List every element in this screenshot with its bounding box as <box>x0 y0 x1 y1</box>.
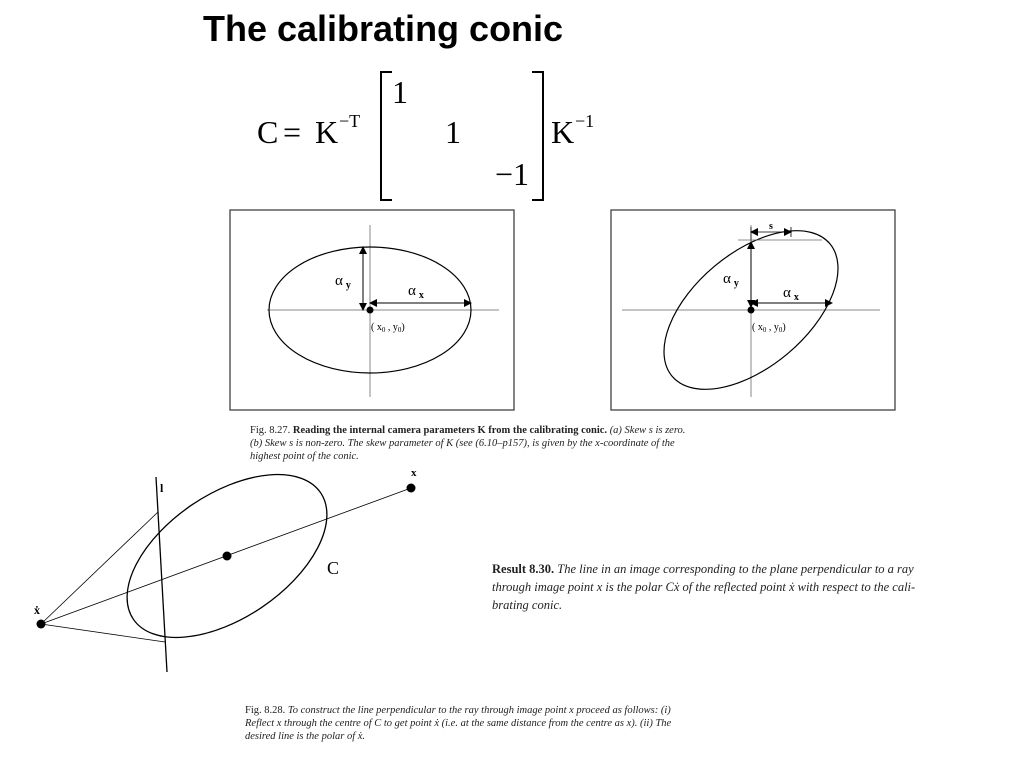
matrix-entry-11: 1 <box>392 74 408 110</box>
matrix-entry-33: −1 <box>495 156 530 192</box>
point-x-label: x <box>411 467 417 479</box>
matrix-brackets <box>380 71 544 201</box>
matrix-entry-22: 1 <box>445 114 461 150</box>
equation-k-right: K <box>551 114 575 150</box>
calibrating-conic <box>268 246 472 374</box>
equation-equals: = <box>283 114 302 150</box>
principal-point-label: ( x0 , y0) <box>371 322 405 334</box>
figure-8-28-caption: Fig. 8.28. To construct the line perpend… <box>245 704 805 743</box>
caption-text-3: highest point of the conic. <box>250 451 359 462</box>
tangent-lower <box>40 623 166 643</box>
result-8-30: Result 8.30. The line in an image corres… <box>492 560 1020 614</box>
equation-k-left: K <box>315 114 339 150</box>
caption-label: Fig. 8.27. <box>250 425 291 436</box>
caption-text-1: (a) Skew s is zero. <box>609 425 686 436</box>
caption-text-3: desired line is the polar of ẋ. <box>245 731 366 742</box>
figure-8-28: l x ẋ C <box>34 467 417 673</box>
figure-frame <box>610 209 896 411</box>
figure-frame <box>229 209 515 411</box>
skew-label: s <box>769 221 773 232</box>
principal-point-label: ( x0 , y0) <box>752 322 786 334</box>
caption-text-2: Reflect x through the centre of C to get… <box>245 718 672 729</box>
conic-centre-dot <box>222 551 232 561</box>
caption-label: Fig. 8.28. <box>245 705 286 716</box>
principal-point-dot <box>366 306 374 314</box>
skewed-calibrating-conic <box>663 230 839 390</box>
line-l-label: l <box>160 481 164 495</box>
result-text-2: through image point x is the polar Cẋ of… <box>492 580 916 594</box>
result-text-1: The line in an image corresponding to th… <box>557 562 914 576</box>
equation-lhs: C <box>257 114 279 150</box>
calibrating-conic-equation: C = K −T 1 1 −1 K −1 <box>255 64 605 204</box>
figure-8-27-caption: Fig. 8.27. Reading the internal camera p… <box>250 424 810 463</box>
tangent-upper <box>40 511 159 625</box>
equation-exponent-left: −T <box>339 111 361 131</box>
caption-text-1: To construct the line perpendicular to t… <box>287 705 671 716</box>
slide-title: The calibrating conic <box>203 8 564 49</box>
line-l <box>155 476 168 673</box>
result-text-3: brating conic. <box>492 598 563 612</box>
caption-title: Reading the internal camera parameters K… <box>292 425 608 436</box>
principal-point-dot <box>747 306 755 314</box>
result-label: Result 8.30. <box>492 562 555 576</box>
conic-c <box>126 473 328 639</box>
caption-text-2: (b) Skew s is non-zero. The skew paramet… <box>250 438 675 449</box>
conic-c-label: C <box>327 558 339 578</box>
equation-exponent-right: −1 <box>575 111 595 131</box>
point-x-dot <box>406 483 416 493</box>
point-xdot-label: ẋ <box>34 603 40 617</box>
point-xdot-dot <box>36 619 46 629</box>
